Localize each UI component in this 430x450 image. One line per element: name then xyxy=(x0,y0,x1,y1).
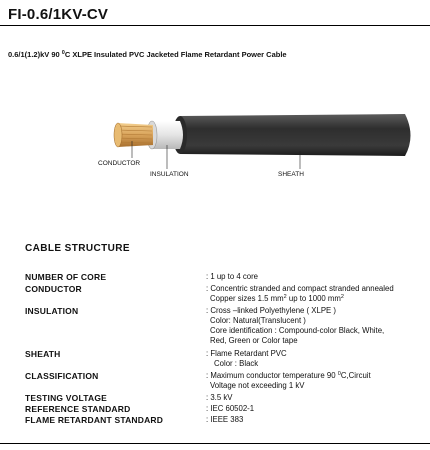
spec-value: : IEC 60502-1 xyxy=(206,404,254,414)
degree-sup: 0 xyxy=(337,371,341,377)
sheath-layer xyxy=(173,114,411,156)
spec-value: : IEEE 383 xyxy=(206,415,243,425)
subtitle-degree-sup: 0 xyxy=(61,50,65,56)
spec-value: : Flame Retardant PVC Color : Black xyxy=(206,349,287,369)
spec-value-line: Core identification : Compound-color Bla… xyxy=(210,326,385,335)
spec-value-line: : 1 up to 4 core xyxy=(206,272,259,281)
spec-value-line: : Maximum conductor temperature 90 0C,Ci… xyxy=(206,371,371,381)
spec-value: : Concentric stranded and compact strand… xyxy=(206,284,394,304)
conductor-strands xyxy=(113,122,153,148)
sheath-label: SHEATH xyxy=(278,171,304,178)
page-title: FI-0.6/1KV-CV xyxy=(8,6,109,23)
title-rule xyxy=(0,25,430,26)
spec-value-line: : Flame Retardant PVC xyxy=(206,349,287,358)
subtitle-after: C XLPE Insulated PVC Jacketed Flame Reta… xyxy=(64,50,287,59)
spec-label: INSULATION xyxy=(25,306,79,316)
spec-value-line: Voltage not exceeding 1 kV xyxy=(210,381,305,390)
spec-label: CONDUCTOR xyxy=(25,284,82,294)
spec-value: : Cross –linked Polyethylene ( XLPE ) Co… xyxy=(206,306,384,346)
spec-label: CLASSIFICATION xyxy=(25,371,99,381)
spec-value-line: Copper sizes 1.5 mm2 up to 1000 mm2 xyxy=(206,294,394,304)
spec-value-line: : IEEE 383 xyxy=(206,415,244,424)
spec-label: SHEATH xyxy=(25,349,61,359)
spec-value: : 3.5 kV xyxy=(206,393,232,403)
bottom-rule xyxy=(0,443,430,444)
mm2-sup: 2 xyxy=(340,294,344,300)
conductor-label: CONDUCTOR xyxy=(98,160,141,167)
spec-value-line: Color: Natural(Translucent ) xyxy=(210,316,306,325)
classification-circuit: C,Circuit xyxy=(340,371,371,380)
spec-value-line: : IEC 60502-1 xyxy=(206,404,255,413)
spec-label: REFERENCE STANDARD xyxy=(25,404,131,414)
copper-size-min: Copper sizes 1.5 mm xyxy=(210,294,284,303)
classification-temp: : Maximum conductor temperature 90 xyxy=(206,371,338,380)
spec-value-line: : 3.5 kV xyxy=(206,393,233,402)
spec-value-line: : Concentric stranded and compact strand… xyxy=(206,284,394,293)
copper-size-max: up to 1000 mm xyxy=(286,294,341,303)
spec-value: : Maximum conductor temperature 90 0C,Ci… xyxy=(206,371,371,391)
spec-value: : 1 up to 4 core xyxy=(206,272,258,282)
spec-value-line: Red, Green or Color tape xyxy=(210,336,298,345)
spec-value-line: Color : Black xyxy=(214,359,259,368)
spec-label: NUMBER OF CORE xyxy=(25,272,107,282)
subtitle-before: 0.6/1(1.2)kV 90 xyxy=(8,50,62,59)
cable-diagram xyxy=(113,114,411,169)
spec-label: TESTING VOLTAGE xyxy=(25,393,108,403)
mm2-sup: 2 xyxy=(283,294,287,300)
insulation-label: INSULATION xyxy=(150,171,189,178)
section-heading: CABLE STRUCTURE xyxy=(25,243,130,254)
cable-subtitle: 0.6/1(1.2)kV 90 0C XLPE Insulated PVC Ja… xyxy=(8,50,287,59)
spec-value-line: : Cross –linked Polyethylene ( XLPE ) xyxy=(206,306,337,315)
spec-label: FLAME RETARDANT STANDARD xyxy=(25,415,164,425)
